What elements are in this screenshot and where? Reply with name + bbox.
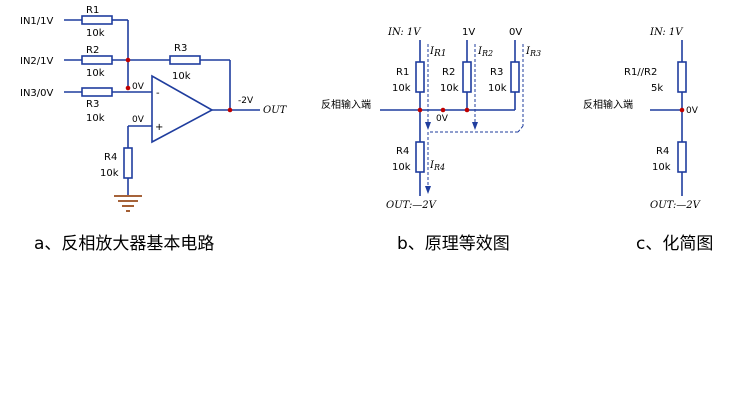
b-r3-name: R3 <box>490 67 503 78</box>
ground-icon <box>114 195 142 212</box>
b-ir4-label: IR4 <box>429 160 445 172</box>
b-v3-label: 0V <box>509 27 522 38</box>
b-inverting-input-label: 反相输入端 <box>321 98 371 111</box>
b-ir2-label: IR2 <box>477 46 493 58</box>
output-label: OUT <box>263 105 288 116</box>
b-r1-value: 10k <box>392 83 411 94</box>
b-resistor-r4 <box>415 141 425 173</box>
resistor-r2 <box>81 55 113 65</box>
input-in1-label: IN1/1V <box>20 16 54 27</box>
opamp-triangle <box>151 74 214 144</box>
b-in-label: IN: 1V <box>387 27 422 38</box>
c-inverting-input-label: 反相输入端 <box>583 98 633 111</box>
r3-input-name: R3 <box>86 99 99 110</box>
c-r12-name: R1//R2 <box>624 67 657 78</box>
caption-b: b、原理等效图 <box>397 234 510 254</box>
node-plus-voltage: 0V <box>132 115 145 125</box>
c-in-label: IN: 1V <box>649 27 684 38</box>
r1-name: R1 <box>86 5 99 16</box>
b-resistor-r2 <box>462 61 472 93</box>
opamp-minus-sign: - <box>156 88 160 99</box>
input-in2-label: IN2/1V <box>20 56 54 67</box>
panel-a-inverting-amplifier: IN1/1V IN2/1V IN3/0V R1 10k R2 10k R3 10… <box>20 5 288 254</box>
c-r12-value: 5k <box>651 83 663 94</box>
r2-name: R2 <box>86 45 99 56</box>
b-r4-value: 10k <box>392 162 411 173</box>
c-output-label: OUT:—2V <box>650 200 702 211</box>
node-minus-voltage: 0V <box>132 82 145 92</box>
input-in3-label: IN3/0V <box>20 88 54 99</box>
resistor-r1 <box>81 15 113 25</box>
b-r2-name: R2 <box>442 67 455 78</box>
resistor-r3-input <box>81 87 113 97</box>
c-resistor-r4 <box>677 141 687 173</box>
b-r2-value: 10k <box>440 83 459 94</box>
c-resistor-r1-r2-parallel <box>677 61 687 93</box>
b-output-label: OUT:—2V <box>386 200 438 211</box>
r2-value: 10k <box>86 68 105 79</box>
c-node-voltage: 0V <box>686 106 699 116</box>
resistor-r3-feedback <box>169 55 201 65</box>
panel-b-equivalent-circuit: IN: 1V 1V 0V R1 10k R2 10k R3 10k R4 10k <box>321 27 541 254</box>
resistor-r4 <box>123 147 133 179</box>
b-resistor-r1 <box>415 61 425 93</box>
r4-value: 10k <box>100 168 119 179</box>
caption-a: a、反相放大器基本电路 <box>34 234 214 254</box>
opamp-plus-sign: + <box>155 122 163 133</box>
b-node-voltage: 0V <box>436 114 449 124</box>
b-r4-name: R4 <box>396 146 409 157</box>
b-r1-name: R1 <box>396 67 409 78</box>
c-r4-value: 10k <box>652 162 671 173</box>
r1-value: 10k <box>86 28 105 39</box>
b-v2-label: 1V <box>462 27 475 38</box>
caption-c: c、化简图 <box>636 234 713 254</box>
b-resistor-r3 <box>510 61 520 93</box>
c-r4-name: R4 <box>656 146 669 157</box>
r3-feedback-value: 10k <box>172 71 191 82</box>
b-ir1-label: IR1 <box>429 46 446 59</box>
r3-input-value: 10k <box>86 113 105 124</box>
b-r3-value: 10k <box>488 83 507 94</box>
r4-name: R4 <box>104 152 117 163</box>
r3-feedback-name: R3 <box>174 43 187 54</box>
panel-c-simplified-circuit: IN: 1V R1//R2 5k R4 10k 反相输入端 0V OUT:—2V… <box>583 27 713 254</box>
b-ir3-label: IR3 <box>525 46 541 58</box>
output-voltage: -2V <box>238 96 254 106</box>
